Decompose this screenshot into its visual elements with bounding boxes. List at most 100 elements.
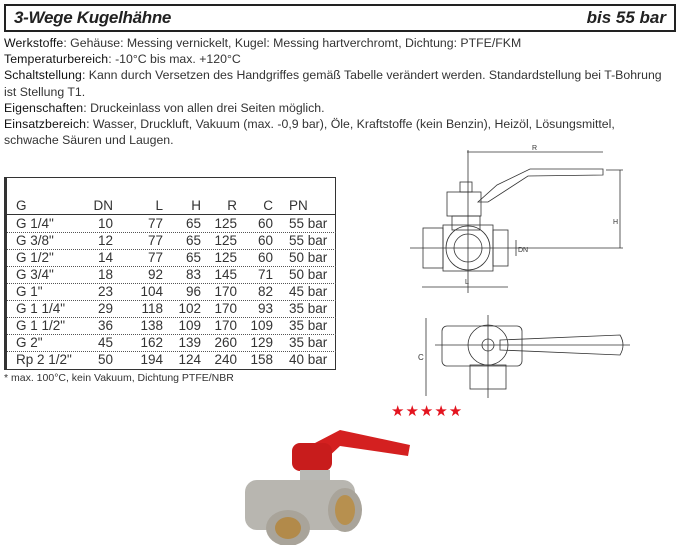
technical-drawing-top: C <box>418 315 630 398</box>
table-cell: 93 <box>257 301 273 316</box>
table-cell: 71 <box>257 267 273 282</box>
table-cell: 65 <box>185 250 201 265</box>
desc-properties: Eigenschaften: Druckeinlass von allen dr… <box>4 100 325 115</box>
table-cell: 139 <box>178 335 201 350</box>
desc-materials: Werkstoffe: Gehäuse: Messing vernickelt,… <box>4 36 522 50</box>
table-cell: 158 <box>250 352 273 367</box>
table-cell: L <box>155 198 163 213</box>
table-cell: 162 <box>140 335 163 350</box>
table-cell: 129 <box>250 335 273 350</box>
table-cell: 96 <box>185 284 201 299</box>
table-cell: 170 <box>214 318 237 333</box>
table-cell: H <box>191 198 201 213</box>
table-row: G 3/8" 12 77 65 125 60 55 bar <box>7 233 336 250</box>
table-cell: 60 <box>257 250 273 265</box>
table-cell: 50 bar <box>289 250 328 265</box>
dim-h-label: H <box>613 219 618 226</box>
table-row: G 1 1/4" 29 118 102 170 93 35 bar <box>7 301 336 318</box>
table-cell: 18 <box>97 267 113 282</box>
desc-application: Einsatzbereich: Wasser, Druckluft, Vakuu… <box>4 117 615 148</box>
pressure-rating: bis 55 bar <box>586 8 666 27</box>
technical-drawing-side: R H DN L <box>410 145 623 293</box>
table-row: G 1 1/2" 36 138 109 170 109 35 bar <box>7 318 336 335</box>
table-cell: 50 bar <box>289 267 328 282</box>
table-cell: G 3/4" <box>16 267 54 282</box>
table-cell: 10 <box>97 216 113 231</box>
table-cell: 138 <box>140 318 163 333</box>
table-cell: 124 <box>178 352 201 367</box>
table-cell: R <box>227 198 237 213</box>
table-cell: 40 bar <box>289 352 328 367</box>
table-cell: 118 <box>141 301 163 316</box>
table-cell: 45 bar <box>289 284 328 299</box>
table-cell: 45 <box>97 335 113 350</box>
table-cell: 36 <box>97 318 113 333</box>
table-cell: Rp 2 1/2" <box>16 352 72 367</box>
dim-dn-label: DN <box>518 247 528 254</box>
table-cell: PN <box>289 198 308 213</box>
dim-l-label: L <box>465 279 469 286</box>
table-cell: 77 <box>147 250 163 265</box>
table-cell: 65 <box>185 216 201 231</box>
table-cell: 60 <box>257 233 273 248</box>
table-cell: 92 <box>147 267 163 282</box>
table-row: G 1" 23 104 96 170 82 45 bar <box>7 284 336 301</box>
star-rating: ★★★★★ <box>391 403 464 420</box>
table-cell: 82 <box>257 284 273 299</box>
table-row: G 1/2" 14 77 65 125 60 50 bar <box>7 250 336 267</box>
desc-temperature: Temperaturbereich: -10°C bis max. +120°C <box>4 52 241 67</box>
page-title: 3-Wege Kugelhähne <box>14 8 172 27</box>
table-cell: 77 <box>147 216 163 231</box>
table-cell: 125 <box>214 250 237 265</box>
table-cell: DN <box>93 198 114 213</box>
table-cell: 14 <box>97 250 113 265</box>
dim-c-label: C <box>418 353 424 362</box>
table-cell: 260 <box>214 335 237 350</box>
table-cell: G 1/2" <box>16 250 54 265</box>
table-cell: 35 bar <box>289 318 328 333</box>
product-photo <box>245 430 410 545</box>
table-cell: 170 <box>214 301 237 316</box>
table-cell: 12 <box>97 233 113 248</box>
table-footnote: * max. 100°C, kein Vakuum, Dichtung PTFE… <box>4 372 234 384</box>
table-row: G 2" 45 162 139 260 129 35 bar <box>7 335 336 352</box>
table-cell: 35 bar <box>289 335 328 350</box>
table-cell: 55 bar <box>289 216 328 231</box>
table-header-row: G DN L H R C PN <box>7 198 336 215</box>
table-cell: G 2" <box>16 335 43 350</box>
table-cell: 29 <box>97 301 113 316</box>
table-cell: 109 <box>250 318 273 333</box>
table-cell: G 1 1/2" <box>16 318 66 333</box>
table-cell: 125 <box>214 216 237 231</box>
table-row: G 3/4" 18 92 83 145 71 50 bar <box>7 267 336 284</box>
table-cell: G 3/8" <box>16 233 54 248</box>
table-cell: 77 <box>147 233 163 248</box>
table-cell: G <box>16 198 27 213</box>
table-row: Rp 2 1/2" 50 194 124 240 158 40 bar <box>7 352 336 369</box>
table-cell: 240 <box>214 352 237 367</box>
table-cell: G 1 1/4" <box>16 301 66 316</box>
description: Werkstoffe: Gehäuse: Messing vernickelt,… <box>4 35 676 148</box>
table-row: G 1/4" 10 77 65 125 60 55 bar <box>7 216 336 233</box>
table-cell: 23 <box>97 284 113 299</box>
table-cell: 55 bar <box>289 233 328 248</box>
table-cell: 145 <box>214 267 237 282</box>
dim-r-label: R <box>532 145 537 152</box>
table-cell: 83 <box>185 267 201 282</box>
table-cell: 102 <box>178 301 201 316</box>
table-cell: 104 <box>140 284 163 299</box>
title-bar: 3-Wege Kugelhähne bis 55 bar <box>4 4 676 32</box>
table-cell: 194 <box>140 352 163 367</box>
table-cell: 35 bar <box>289 301 328 316</box>
table-cell: 60 <box>257 216 273 231</box>
table-cell: C <box>263 198 273 213</box>
dimension-table: G DN L H R C PN G 1/4" 10 77 65 125 60 55 bar G 3/8" 12… <box>4 177 336 370</box>
table-cell: 170 <box>214 284 237 299</box>
table-cell: G 1/4" <box>16 216 54 231</box>
table-cell: 125 <box>214 233 237 248</box>
table-cell: 65 <box>185 233 201 248</box>
table-cell: 50 <box>97 352 113 367</box>
table-cell: 109 <box>178 318 201 333</box>
table-cell: G 1" <box>16 284 43 299</box>
desc-switching: Schaltstellung: Kann durch Versetzen des… <box>4 68 662 99</box>
